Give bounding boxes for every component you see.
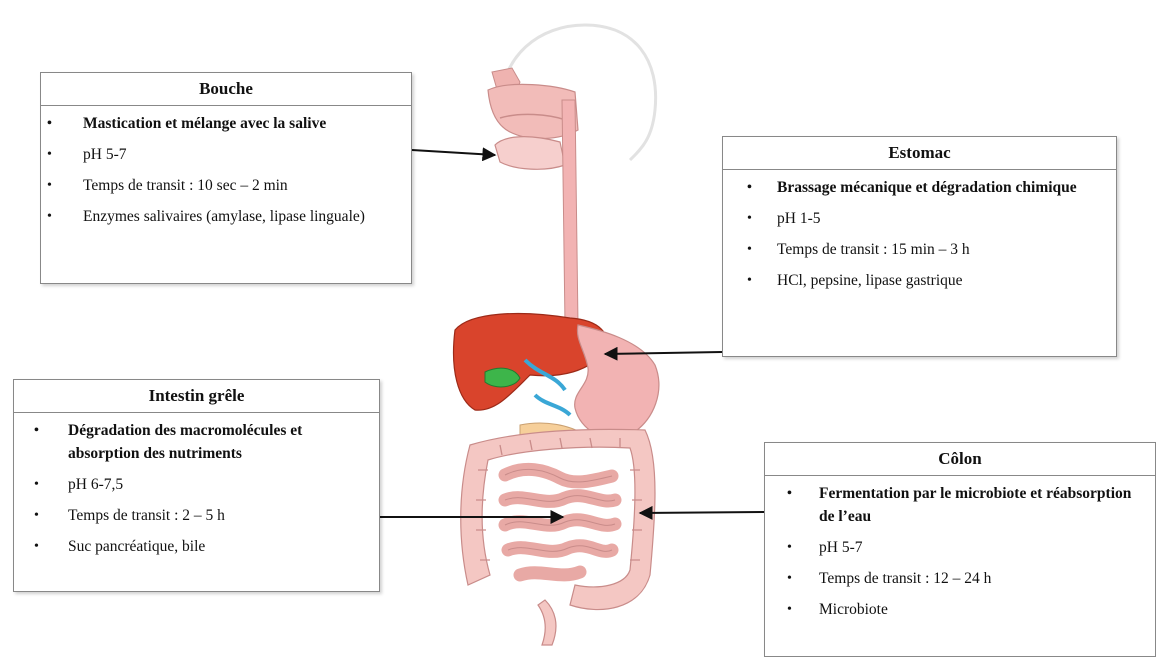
estomac-list: Brassage mécanique et dégradation chimiq… [723,170,1116,304]
list-item: pH 6-7,5 [20,473,371,496]
bouche-box: Bouche Mastication et mélange avec la sa… [40,72,412,284]
list-item: Microbiote [771,598,1147,621]
list-item: pH 5-7 [47,143,403,166]
list-item: Enzymes salivaires (amylase, lipase ling… [47,205,403,228]
colon-box: Côlon Fermentation par le microbiote et … [764,442,1156,657]
list-item: Temps de transit : 15 min – 3 h [729,238,1108,261]
stomach [575,325,659,438]
list-item: Dégradation des macromolécules et absorp… [20,419,371,465]
list-item: Fermentation par le microbiote et réabso… [771,482,1147,528]
list-item: pH 1-5 [729,207,1108,230]
intestin-list: Dégradation des macromolécules et absorp… [14,413,379,570]
intestin-box: Intestin grêle Dégradation des macromolé… [13,379,380,592]
esophagus [562,100,578,325]
intestin-title: Intestin grêle [14,380,379,413]
rectum [538,600,556,645]
list-item: HCl, pepsine, lipase gastrique [729,269,1108,292]
list-item: Mastication et mélange avec la salive [47,112,403,135]
list-item: Temps de transit : 2 – 5 h [20,504,371,527]
arrow-colon [640,512,764,513]
list-item: Temps de transit : 12 – 24 h [771,567,1147,590]
colon-list: Fermentation par le microbiote et réabso… [765,476,1155,633]
bouche-title: Bouche [41,73,411,106]
colon-title: Côlon [765,443,1155,476]
arrow-bouche [412,150,495,155]
list-item: Temps de transit : 10 sec – 2 min [47,174,403,197]
estomac-box: Estomac Brassage mécanique et dégradatio… [722,136,1117,357]
list-item: Brassage mécanique et dégradation chimiq… [729,176,1108,199]
list-item: pH 5-7 [771,536,1147,559]
bouche-list: Mastication et mélange avec la salive pH… [41,106,411,240]
list-item: Suc pancréatique, bile [20,535,371,558]
estomac-title: Estomac [723,137,1116,170]
